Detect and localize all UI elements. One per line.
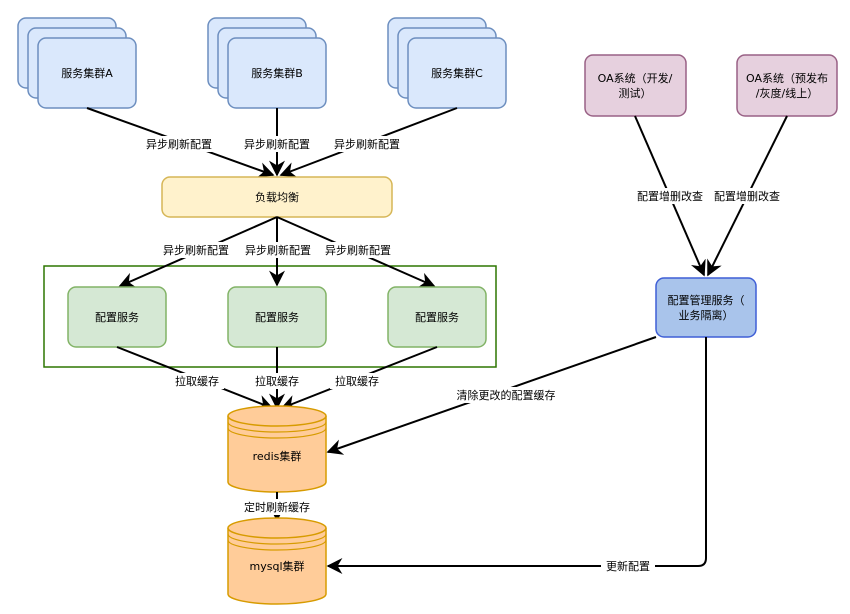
edge-manager-to-mysql: [326, 337, 707, 574]
oa-prod-line1: OA系统（预发布: [746, 71, 828, 85]
config-service-group: [43, 265, 497, 368]
edge-label-timed-refresh: 定时刷新缓存: [244, 500, 310, 514]
edge-label-async-refresh-lb1: 异步刷新配置: [163, 243, 229, 257]
edge-label-update-config: 更新配置: [606, 559, 650, 573]
mysql-label: mysql集群: [250, 559, 305, 573]
service-cluster-c: 服务集群C: [387, 17, 507, 109]
oa-prod-line2: /灰度/线上）: [756, 86, 818, 100]
edge-label-crud-dev: 配置增删改查: [637, 189, 703, 203]
load-balancer: 负载均衡: [161, 176, 393, 218]
oa-dev-line2: 测试）: [619, 87, 652, 100]
config-service-2-label: 配置服务: [255, 311, 299, 324]
config-service-3-label: 配置服务: [415, 311, 459, 324]
config-service-1: 配置服务: [67, 286, 167, 348]
edge-label-async-refresh-c: 异步刷新配置: [334, 137, 400, 151]
edge-label-crud-prod: 配置增删改查: [714, 189, 780, 203]
edge-label-async-refresh-lb3: 异步刷新配置: [325, 243, 391, 257]
config-service-1-label: 配置服务: [95, 311, 139, 324]
edge-label-async-refresh-lb2: 异步刷新配置: [245, 243, 311, 257]
oa-system-prod: OA系统（预发布 /灰度/线上）: [736, 54, 838, 117]
edge-label-pull-cache-1: 拉取缓存: [175, 374, 219, 388]
oa-dev-line1: OA系统（开发/: [598, 71, 673, 85]
config-manager-service: 配置管理服务（ 业务隔离）: [655, 277, 757, 338]
edge-label-pull-cache-3: 拉取缓存: [335, 374, 379, 388]
cluster-b-label: 服务集群B: [251, 66, 303, 80]
edge-label-async-refresh-a: 异步刷新配置: [146, 137, 212, 151]
config-manager-line1: 配置管理服务（: [668, 293, 745, 307]
config-service-3: 配置服务: [387, 286, 487, 348]
mysql-cluster: mysql集群: [227, 517, 327, 605]
load-balancer-label: 负载均衡: [255, 190, 299, 204]
service-cluster-b: 服务集群B: [207, 17, 327, 109]
config-manager-line2: 业务隔离）: [679, 308, 734, 322]
edge-label-async-refresh-b: 异步刷新配置: [244, 137, 310, 151]
cluster-c-label: 服务集群C: [431, 66, 483, 80]
edge-label-pull-cache-2: 拉取缓存: [255, 374, 299, 388]
oa-system-dev: OA系统（开发/ 测试）: [584, 54, 687, 117]
service-cluster-a: 服务集群A: [17, 17, 137, 109]
edge-label-clear-cache: 清除更改的配置缓存: [457, 388, 556, 402]
config-service-2: 配置服务: [227, 286, 327, 348]
cluster-a-label: 服务集群A: [61, 66, 113, 80]
redis-cluster: redis集群: [227, 405, 327, 493]
redis-label: redis集群: [253, 449, 302, 463]
